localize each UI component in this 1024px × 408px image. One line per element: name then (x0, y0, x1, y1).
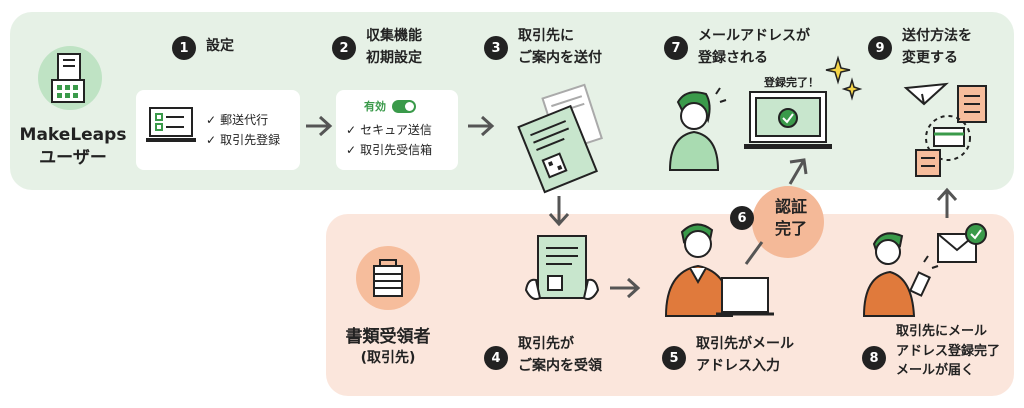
step-9-number: 9 (868, 36, 892, 60)
step-3-title-line2: ご案内を送付 (518, 49, 602, 66)
settings-item-label: 郵送代行 (220, 113, 269, 127)
step-2-title-line1: 収集機能 (366, 28, 422, 44)
collection-item-label: セキュア送信 (360, 123, 432, 137)
arrow-right-icon (468, 115, 495, 137)
check-icon: ✓ (346, 123, 357, 137)
step-8-title: 取引先にメール アドレス登録完了 メールが届く (896, 322, 1000, 381)
step-9-title: 送付方法を 変更する (902, 26, 972, 69)
step-6-title-line2: 完了 (774, 219, 807, 239)
step-3-title-line1: 取引先に (518, 28, 574, 44)
arrow-right-icon (610, 277, 641, 299)
step-8-title-line3: メールが届く (896, 363, 975, 378)
step-4-number: 4 (484, 346, 508, 370)
check-icon: ✓ (206, 133, 217, 148)
arrow-down-icon (548, 196, 570, 227)
settings-item: ✓郵送代行 (206, 110, 280, 130)
step-1-number: 1 (172, 36, 196, 60)
step-5-title: 取引先がメール アドレス入力 (696, 334, 794, 377)
step-2-number: 2 (332, 36, 356, 60)
check-icon: ✓ (206, 113, 217, 127)
collection-item-label: 取引先受信箱 (360, 143, 433, 158)
receiver-label: 書類受領者 (取引先) (332, 326, 444, 368)
step-5-title-line2: アドレス入力 (696, 357, 780, 374)
toggle-label: 有効 (364, 100, 386, 113)
step-7-title-line2: 登録される (698, 49, 768, 66)
step-5-title-line1: 取引先がメール (696, 336, 794, 352)
registration-complete-label: 登録完了！ (764, 76, 819, 89)
collection-item: ✓取引先受信箱 (346, 140, 432, 160)
step-4-title-line1: 取引先が (518, 336, 574, 352)
arrow-up-right-icon (744, 158, 808, 265)
step-7-title: メールアドレスが 登録される (698, 26, 810, 69)
receiver-label-line2: (取引先) (360, 349, 416, 366)
document-tray-icon (373, 259, 403, 297)
settings-list: ✓郵送代行 ✓取引先登録 (206, 110, 280, 151)
sparkle-icon (825, 55, 863, 101)
step-5-number: 5 (662, 346, 686, 370)
step-7-number: 7 (664, 36, 688, 60)
collection-settings-card: 有効 ✓セキュア送信 ✓取引先受信箱 (336, 90, 458, 170)
email-check-icon (937, 223, 987, 263)
person-surprised-icon (668, 87, 727, 171)
enable-toggle-row: 有効 (364, 98, 416, 114)
laptop-check-icon (744, 91, 832, 149)
step-4-title-line2: ご案内を受領 (518, 357, 602, 374)
settings-item: ✓取引先登録 (206, 130, 280, 150)
step-9-title-line1: 送付方法を (902, 28, 972, 44)
sender-label-line1: MakeLeaps (19, 125, 127, 145)
laptop-checklist-icon (146, 107, 196, 142)
received-letter-icon (524, 235, 600, 300)
arrow-right-icon (306, 115, 333, 137)
enable-toggle (392, 99, 416, 113)
step-6-title: 認証 完了 (766, 196, 816, 241)
send-method-change-icon (903, 82, 987, 177)
collection-item: ✓セキュア送信 (346, 120, 432, 140)
sender-label-line2: ユーザー (39, 147, 107, 168)
building-icon (51, 53, 85, 103)
step-8-title-line1: 取引先にメール (896, 324, 988, 339)
sender-label: MakeLeaps ユーザー (14, 124, 132, 170)
step-4-title: 取引先が ご案内を受領 (518, 334, 602, 377)
step-7-title-line1: メールアドレスが (698, 28, 810, 44)
step-8-title-line2: アドレス登録完了 (896, 343, 1001, 359)
arrow-up-icon (936, 187, 958, 218)
step-6-number: 6 (730, 206, 754, 230)
collection-list: ✓セキュア送信 ✓取引先受信箱 (346, 120, 432, 161)
receiver-label-line1: 書類受領者 (345, 327, 431, 347)
step-1-title: 設定 (206, 38, 234, 54)
settings-card: ✓郵送代行 ✓取引先登録 (136, 90, 300, 170)
check-icon: ✓ (346, 143, 357, 158)
auth-complete-bubble (752, 186, 824, 258)
person-phone-icon (862, 232, 939, 317)
step-3-number: 3 (484, 36, 508, 60)
step-2-title-line2: 初期設定 (366, 49, 422, 66)
step-6-title-line1: 認証 (774, 197, 807, 216)
step-9-title-line2: 変更する (902, 49, 958, 66)
step-2-title: 収集機能 初期設定 (366, 26, 422, 69)
person-laptop-icon (664, 223, 774, 317)
step-8-number: 8 (862, 346, 886, 370)
settings-item-label: 取引先登録 (220, 133, 281, 148)
step-3-title: 取引先に ご案内を送付 (518, 26, 602, 69)
invitation-letter-icon (517, 83, 603, 194)
